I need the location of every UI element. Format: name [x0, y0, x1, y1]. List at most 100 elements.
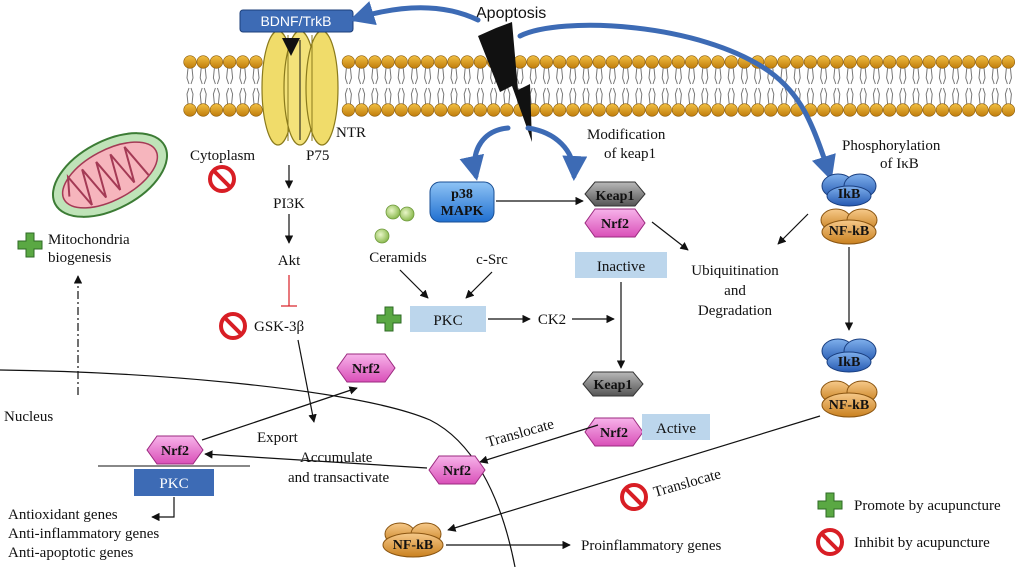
lipid-tail — [688, 67, 696, 105]
lipid-head — [249, 103, 263, 117]
keap1-label: Keap1 — [594, 378, 633, 393]
of-keap1-label: of keap1 — [604, 146, 656, 162]
lipid-head — [724, 103, 738, 117]
lipid-tail — [450, 67, 458, 105]
nrf2-exported-node: Nrf2 — [336, 353, 396, 383]
lipid-head — [407, 55, 422, 69]
cytoplasm-label: Cytoplasm — [190, 148, 255, 164]
ikb-nfkb-complex-lower: IkB NF-kB — [820, 338, 878, 418]
promote-icon — [376, 306, 402, 332]
legend-promote-label: Promote by acupuncture — [854, 498, 1001, 514]
lipid-head — [975, 55, 989, 69]
lipid-head — [737, 103, 752, 117]
nrf2-label: Nrf2 — [161, 444, 189, 459]
gene-label-2: Anti-inflammatory genes — [8, 526, 159, 542]
lipid-tail — [859, 67, 867, 105]
lipid-head — [896, 103, 910, 117]
lipid-head — [355, 55, 369, 69]
lipid-head — [487, 103, 501, 117]
lipid-tail — [595, 67, 603, 105]
lipid-tail — [727, 67, 735, 105]
promote-icon — [17, 232, 43, 258]
lipid-head — [948, 55, 963, 69]
nrf2-label: Nrf2 — [352, 362, 380, 377]
lipid-tail — [410, 67, 418, 105]
export-label: Export — [257, 430, 299, 446]
lipid-head — [183, 55, 197, 69]
lipid-tail — [199, 67, 207, 105]
translocate-label: Translocate — [485, 416, 556, 451]
mito-label-1: Mitochondria — [48, 232, 130, 248]
ubiq-label-1: Ubiquitination — [691, 263, 779, 279]
ck2-label: CK2 — [538, 312, 566, 328]
lipid-head — [658, 103, 672, 117]
lipid-head — [869, 55, 884, 69]
lipid-head — [830, 103, 844, 117]
modification-label: Modification — [587, 127, 666, 143]
lipid-head — [882, 55, 897, 69]
inhibit-icon — [219, 312, 247, 340]
nfkb-nuclear-node: NF-kB — [382, 522, 444, 558]
translocate-label: Translocate — [652, 466, 723, 501]
ikb-nfkb-complex-top: IkB NF-kB — [820, 173, 878, 245]
keap1-nrf2-inactive-complex: Keap1 Nrf2 — [584, 181, 646, 238]
lipid-head — [539, 103, 554, 117]
lipid-head — [790, 55, 804, 69]
lipid-tail — [925, 67, 933, 105]
akt-label: Akt — [278, 253, 301, 269]
lipid-head — [566, 103, 580, 117]
mito-label-2: biogenesis — [48, 250, 111, 266]
ceramids-label: Ceramids — [369, 250, 427, 266]
lipid-head — [724, 55, 738, 69]
lipid-head — [209, 103, 223, 117]
lipid-head — [711, 103, 725, 117]
active-box: Active — [642, 414, 710, 440]
lipid-head — [658, 55, 672, 69]
lipid-tail — [371, 67, 379, 105]
lipid-tail — [608, 67, 616, 105]
bdnf-trkb-label: BDNF/TrkB — [260, 13, 331, 29]
lipid-head — [394, 55, 408, 69]
lipid-head — [935, 103, 950, 117]
lipid-head — [579, 103, 593, 117]
lipid-head — [816, 103, 831, 117]
lipid-head — [368, 103, 382, 117]
p38-mapk-node: p38 MAPK — [429, 181, 495, 223]
lipid-tail — [701, 67, 709, 105]
gene-label-3: Anti-apoptotic genes — [8, 545, 134, 561]
lipid-tail — [674, 67, 682, 105]
pkc-label: PKC — [433, 313, 462, 329]
lipid-head — [460, 55, 474, 69]
lipid-head — [777, 55, 791, 69]
lipid-tail — [239, 67, 247, 105]
nfkb-label: NF-kB — [829, 398, 869, 413]
apoptosis-arrows — [349, 1, 836, 181]
promote-icon — [817, 492, 843, 518]
lipid-head — [460, 103, 474, 117]
lipid-head — [1001, 103, 1016, 117]
inactive-box: Inactive — [575, 252, 667, 278]
lipid-head — [579, 55, 593, 69]
lipid-head — [236, 103, 250, 117]
phosphorylation-label: Phosphorylation — [842, 138, 941, 154]
lipid-head — [552, 103, 567, 117]
lipid-tail — [344, 67, 352, 105]
lipid-head — [341, 103, 356, 117]
lipid-head — [566, 55, 580, 69]
lipid-tail — [186, 67, 194, 105]
lipid-head — [632, 103, 646, 117]
lipid-head — [368, 55, 382, 69]
lipid-tail — [648, 67, 656, 105]
nrf2-label: Nrf2 — [443, 464, 471, 479]
lipid-head — [671, 55, 686, 69]
p38-label: p38 — [451, 187, 473, 202]
lipid-head — [632, 55, 646, 69]
lipid-tail — [820, 67, 828, 105]
lipid-head — [869, 103, 884, 117]
nfkb-label: NF-kB — [829, 224, 869, 239]
ikb-label: IkB — [838, 355, 861, 370]
pkc-nuclear-box: PKC — [134, 469, 214, 496]
lipid-head — [711, 55, 725, 69]
lipid-tail — [582, 67, 590, 105]
